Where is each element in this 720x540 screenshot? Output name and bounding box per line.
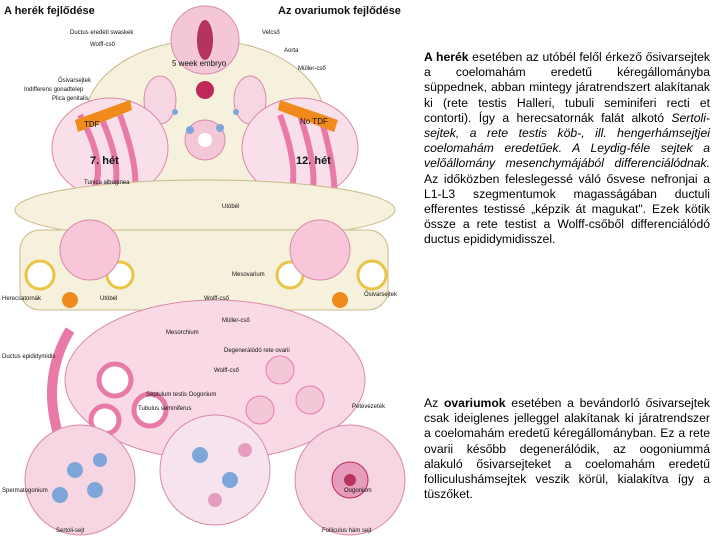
label-indifferens: Indifferens gonadtelep — [24, 87, 84, 93]
label-mesorchium: Mesorchium — [166, 330, 199, 336]
testes-text-a: esetében az utóbél felől érkező ősivarse… — [424, 50, 710, 125]
ovaries-heading: ovariumok — [443, 396, 506, 410]
label-tubulus: Tubulus seminiferus — [138, 406, 191, 412]
label-velcso: Velcső — [262, 30, 280, 36]
no-tdf-label: No TDF — [300, 117, 328, 126]
label-muller-2: Müller-cső — [222, 318, 250, 324]
label-muller: Müller-cső — [298, 66, 326, 72]
label-spermatogonium: Spermatogonium — [2, 488, 48, 494]
ovaries-text-a: Az — [424, 396, 444, 410]
text-panel: A herék esetében az utóbél felől érkező … — [424, 0, 710, 540]
aorta-shape — [196, 81, 214, 99]
label-utobel-2: Utóbél — [100, 296, 117, 302]
embryo-label: 5 week embryo — [172, 59, 227, 68]
label-osivarsejtek: Ősivarsejtek — [58, 77, 92, 84]
label-wolff-3: Wolff-cső — [214, 368, 239, 374]
testes-text-b: Az időközben feleslegessé váló ősvese ne… — [424, 171, 710, 247]
label-tunica: Tunica albuginea — [84, 180, 130, 186]
week-7-label: 7. hét — [90, 155, 119, 167]
label-aorta: Aorta — [284, 48, 299, 54]
testes-heading: A herék — [424, 50, 469, 64]
no-tdf-arrow — [278, 100, 338, 132]
label-sertoli: Sertoli-sejt — [56, 528, 85, 534]
tdf-arrow — [75, 100, 132, 132]
embryology-figure: A herék fejlődése Az ovariumok fejlődése… — [2, 5, 406, 536]
paragraph-ovaries: Az ovariumok esetében a bevándorló ősiva… — [424, 396, 710, 502]
paragraph-testes: A herék esetében az utóbél felől érkező … — [424, 50, 710, 248]
label-ductus-mesonephricus: Ductus eredeti swaskek — [70, 30, 134, 36]
label-petevezetek: Petevezeték — [352, 404, 386, 410]
title-right: Az ovariumok fejlődése — [278, 5, 401, 17]
label-herecsatornak: Herecsatornák — [2, 296, 42, 302]
label-mesovarium: Mesovarium — [232, 272, 265, 278]
label-wolff-2: Wolff-cső — [204, 296, 229, 302]
week-12-label: 12. hét — [296, 155, 331, 167]
seminiferous-tubule-zoom — [24, 424, 136, 536]
label-osivarsejtek-2: Ősivarsejtek — [364, 291, 398, 298]
testes-text-italic: Sertoli-sejtek, a rete testis köb-, ill.… — [424, 110, 710, 171]
tdf-label: TDF — [84, 120, 100, 129]
gonad-development-diagram: A herék fejlődése Az ovariumok fejlődése… — [2, 5, 406, 536]
label-folliculus: Folliculus hám sejt — [322, 528, 372, 534]
label-septulum: Septulum testis Oogonium — [146, 392, 216, 398]
ovaries-text-b: esetében a bevándorló ősivarsejtek csak … — [424, 396, 711, 502]
label-utobel: Utóbél — [222, 204, 239, 210]
label-oogonium: Oogonium — [344, 488, 372, 494]
title-left: A herék fejlődése — [4, 5, 95, 17]
label-wolff: Wolff-cső — [90, 42, 115, 48]
label-ductus-epididymidis: Ductus epididymidis — [2, 354, 55, 360]
label-degeneralodo: Degenerálódó rete ovarii — [224, 348, 290, 354]
label-plica: Plica genitalis — [52, 96, 89, 102]
